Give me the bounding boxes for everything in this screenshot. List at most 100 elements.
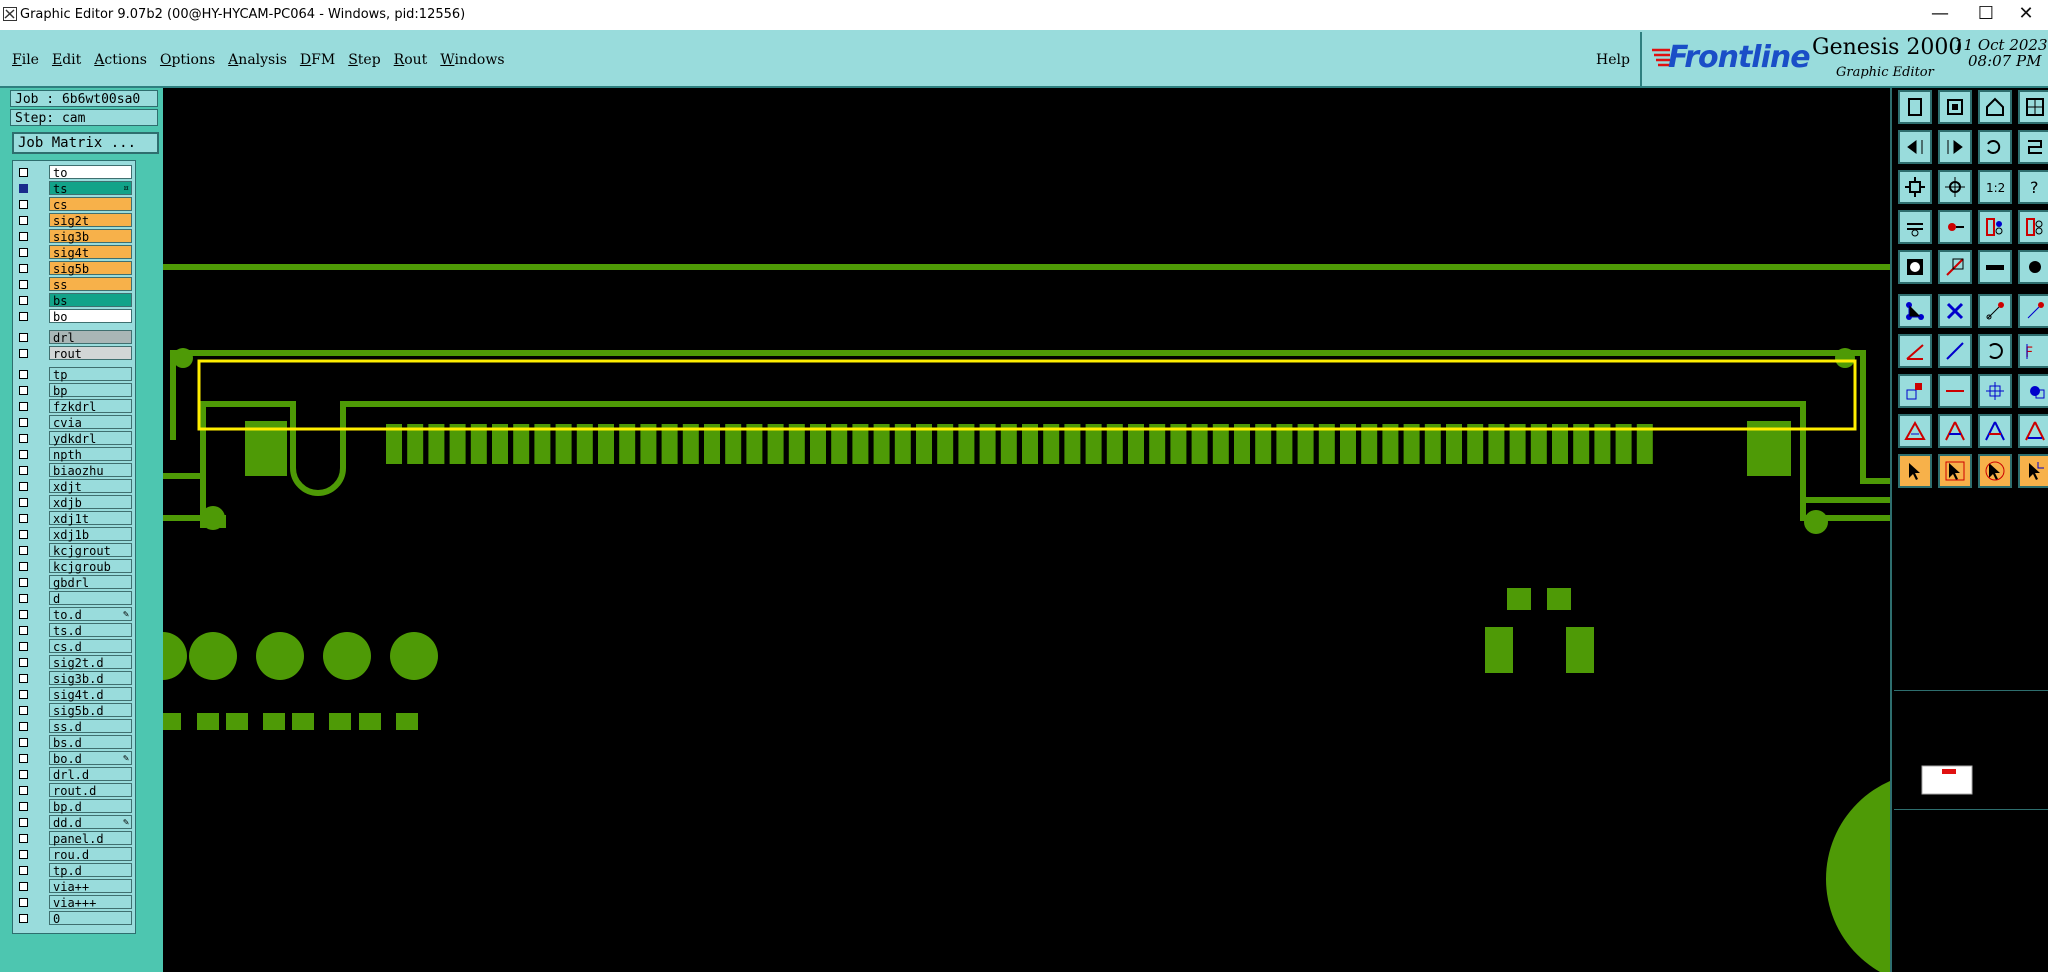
route-icon[interactable]	[2018, 294, 2048, 328]
layer-name[interactable]: bp	[49, 383, 132, 398]
layer-checkbox[interactable]	[19, 418, 28, 427]
zoom-house-icon[interactable]	[1978, 90, 2012, 124]
layer-checkbox[interactable]	[19, 898, 28, 907]
layer-name[interactable]: sig5b	[49, 261, 132, 276]
layer-row-sig2t[interactable]: sig2t	[13, 213, 135, 228]
layer-name[interactable]: xdj1b	[49, 527, 132, 542]
layer-name[interactable]: kcjgroub	[49, 559, 132, 574]
layer-checkbox[interactable]	[19, 578, 28, 587]
layer-checkbox[interactable]	[19, 594, 28, 603]
layer-name[interactable]: sig4t.d	[49, 687, 132, 702]
arc-icon[interactable]	[1978, 334, 2012, 368]
layer-row-rout.d[interactable]: rout.d	[13, 783, 135, 798]
pcb-drawing[interactable]	[163, 88, 1890, 972]
layer-row-rou.d[interactable]: rou.d	[13, 847, 135, 862]
layer-checkbox[interactable]	[19, 232, 28, 241]
layer-checkbox[interactable]	[19, 562, 28, 571]
layer-checkbox[interactable]	[19, 450, 28, 459]
minimize-button[interactable]: —	[1931, 3, 1949, 24]
layer-row-xdj1b[interactable]: xdj1b	[13, 527, 135, 542]
layer-checkbox[interactable]	[19, 333, 28, 342]
layer-row-bs[interactable]: bs	[13, 293, 135, 308]
layer-checkbox[interactable]	[19, 264, 28, 273]
layer-row-via++[interactable]: via++	[13, 879, 135, 894]
layer-row-dd.d[interactable]: dd.d✎	[13, 815, 135, 830]
layer-checkbox[interactable]	[19, 216, 28, 225]
layer-checkbox[interactable]	[19, 770, 28, 779]
layer-row-via+++[interactable]: via+++	[13, 895, 135, 910]
layer-row-to[interactable]: to	[13, 165, 135, 180]
layer-row-ydkdrl[interactable]: ydkdrl	[13, 431, 135, 446]
layer-row-xdj1t[interactable]: xdj1t	[13, 511, 135, 526]
help-query-icon[interactable]: ?	[2018, 170, 2048, 204]
menu-windows[interactable]: Windows	[440, 52, 505, 68]
layer-row-ss[interactable]: ss	[13, 277, 135, 292]
layer-row-cvia[interactable]: cvia	[13, 415, 135, 430]
layer-name[interactable]: bs	[49, 293, 132, 308]
layer-name[interactable]: bs.d	[49, 735, 132, 750]
layer-name[interactable]: dd.d✎	[49, 815, 132, 830]
line-icon[interactable]	[1938, 334, 1972, 368]
layer-compare-icon[interactable]	[1978, 210, 2012, 244]
layer-name[interactable]: sig2t.d	[49, 655, 132, 670]
pointer-drag-icon[interactable]	[1978, 454, 2012, 488]
layer-checkbox[interactable]	[19, 296, 28, 305]
measure-icon[interactable]	[1938, 210, 1972, 244]
undo-zoom-icon[interactable]	[1978, 130, 2012, 164]
zoom-split-icon[interactable]	[2018, 90, 2048, 124]
connect-icon[interactable]	[1978, 294, 2012, 328]
pan-right-icon[interactable]	[1938, 130, 1972, 164]
layer-row-tp.d[interactable]: tp.d	[13, 863, 135, 878]
layer-name[interactable]: cvia	[49, 415, 132, 430]
layer-name[interactable]: ts¤	[49, 181, 132, 196]
pointer-select-icon[interactable]	[1938, 454, 1972, 488]
layer-name[interactable]: biaozhu	[49, 463, 132, 478]
triangle-a3-icon[interactable]	[2018, 414, 2048, 448]
menu-file[interactable]: File	[12, 52, 39, 68]
layer-name[interactable]: bo.d✎	[49, 751, 132, 766]
layer-checkbox[interactable]	[19, 482, 28, 491]
layer-row-sig4t[interactable]: sig4t	[13, 245, 135, 260]
layer-checkbox[interactable]	[19, 498, 28, 507]
layer-name[interactable]: drl	[49, 330, 132, 345]
feature-f-icon[interactable]: F	[2018, 334, 2048, 368]
menu-edit[interactable]: Edit	[51, 52, 82, 68]
layer-name[interactable]: bp.d	[49, 799, 132, 814]
layer-checkbox[interactable]	[19, 466, 28, 475]
layer-name[interactable]: ydkdrl	[49, 431, 132, 446]
center-icon[interactable]	[1938, 170, 1972, 204]
layer-checkbox[interactable]	[19, 802, 28, 811]
layer-row-xdjb[interactable]: xdjb	[13, 495, 135, 510]
menu-options[interactable]: Options	[159, 52, 216, 68]
triangle-icon[interactable]	[1898, 414, 1932, 448]
close-button[interactable]: ✕	[2018, 3, 2034, 24]
layer-row-sig5b[interactable]: sig5b	[13, 261, 135, 276]
menu-analysis[interactable]: Analysis	[228, 52, 287, 68]
layer-row-ss.d[interactable]: ss.d	[13, 719, 135, 734]
layer-row-xdjt[interactable]: xdjt	[13, 479, 135, 494]
layer-row-sig3b[interactable]: sig3b	[13, 229, 135, 244]
pointer-icon[interactable]	[1898, 454, 1932, 488]
layer-name[interactable]: to	[49, 165, 132, 180]
layer-name[interactable]: kcjgrout	[49, 543, 132, 558]
layer-checkbox[interactable]	[19, 200, 28, 209]
menu-step[interactable]: Step	[348, 52, 381, 68]
fit-icon[interactable]	[1898, 170, 1932, 204]
layer-checkbox[interactable]	[19, 402, 28, 411]
layer-name[interactable]: xdjt	[49, 479, 132, 494]
layer-name[interactable]: via+++	[49, 895, 132, 910]
zoom-home-icon[interactable]	[1898, 90, 1932, 124]
layer-name[interactable]: tp	[49, 367, 132, 382]
layer-row-sig2t.d[interactable]: sig2t.d	[13, 655, 135, 670]
dot-icon[interactable]	[2018, 250, 2048, 284]
net-icon[interactable]	[1898, 294, 1932, 328]
layer-name[interactable]: d	[49, 591, 132, 606]
layer-checkbox[interactable]	[19, 349, 28, 358]
layer-name[interactable]: sig3b	[49, 229, 132, 244]
layer-checkbox[interactable]	[19, 834, 28, 843]
layer-name[interactable]: cs	[49, 197, 132, 212]
layer-name[interactable]: ts.d	[49, 623, 132, 638]
angle-icon[interactable]	[1898, 334, 1932, 368]
graphic-canvas[interactable]	[163, 88, 1890, 972]
layer-name[interactable]: via++	[49, 879, 132, 894]
